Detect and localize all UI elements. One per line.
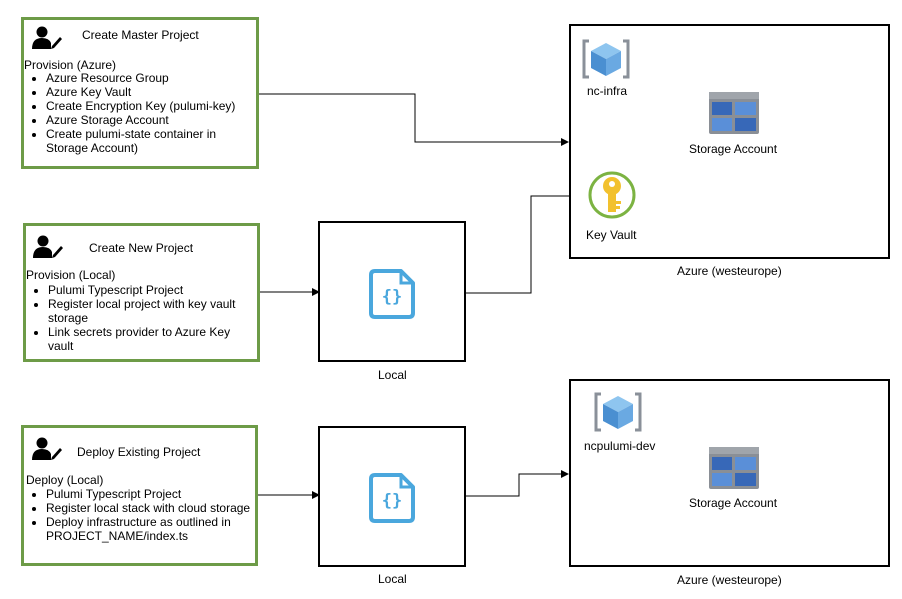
user-edit-icon bbox=[32, 437, 62, 464]
resource-group-label: nc-infra bbox=[587, 84, 628, 98]
list-item: Create pulumi-state container in Storage… bbox=[46, 127, 251, 155]
project-section: Provision (Azure) bbox=[24, 58, 117, 72]
project-section: Deploy (Local) bbox=[26, 473, 104, 487]
svg-text:{}: {} bbox=[382, 287, 402, 307]
project-item-list: Pulumi Typescript Project Register local… bbox=[28, 487, 261, 543]
storage-account-icon bbox=[709, 92, 759, 137]
user-edit-icon bbox=[33, 235, 63, 262]
list-item: Register local project with key vault st… bbox=[48, 297, 258, 325]
azure-region-box: nc-infra Storage Account Key Vault bbox=[569, 24, 890, 259]
project-card-deploy: Deploy Existing Project Deploy (Local) P… bbox=[21, 425, 258, 566]
list-item: Register local stack with cloud storage bbox=[46, 501, 261, 515]
azure-region-label: Azure (westeurope) bbox=[677, 573, 782, 587]
project-title: Create New Project bbox=[89, 241, 194, 255]
resource-group-label: ncpulumi-dev bbox=[584, 439, 656, 453]
list-item: Azure Storage Account bbox=[46, 113, 251, 127]
project-item-list: Azure Resource Group Azure Key Vault Cre… bbox=[28, 71, 251, 155]
list-item: Pulumi Typescript Project bbox=[46, 487, 261, 501]
project-title: Deploy Existing Project bbox=[77, 445, 201, 459]
json-file-icon: {} bbox=[369, 269, 417, 322]
key-vault-icon bbox=[587, 170, 637, 223]
arrow-master-to-nc-infra bbox=[259, 93, 569, 146]
user-edit-icon bbox=[32, 26, 62, 53]
list-item: Create Encryption Key (pulumi-key) bbox=[46, 99, 251, 113]
list-item: Link secrets provider to Azure Key vault bbox=[48, 325, 258, 353]
json-file-icon: {} bbox=[369, 473, 417, 526]
key-vault-label: Key Vault bbox=[586, 228, 637, 242]
list-item: Azure Resource Group bbox=[46, 71, 251, 85]
storage-account-label: Storage Account bbox=[689, 142, 778, 156]
resource-group-icon bbox=[593, 390, 643, 437]
list-item: Pulumi Typescript Project bbox=[48, 283, 258, 297]
azure-region-label: Azure (westeurope) bbox=[677, 264, 782, 278]
project-item-list: Pulumi Typescript Project Register local… bbox=[30, 283, 258, 353]
arrow-local-to-ncpulumi bbox=[416, 470, 569, 497]
local-box: {} bbox=[318, 221, 466, 362]
list-item: Azure Key Vault bbox=[46, 85, 251, 99]
local-box: {} bbox=[318, 426, 466, 567]
project-card-master: Create Master Project Provision (Azure) … bbox=[21, 17, 259, 169]
svg-text:{}: {} bbox=[382, 491, 402, 511]
project-section: Provision (Local) bbox=[26, 268, 116, 282]
project-card-new: Create New Project Provision (Local) Pul… bbox=[23, 223, 260, 362]
local-box-label: Local bbox=[378, 572, 407, 586]
local-box-label: Local bbox=[378, 368, 407, 382]
list-item: Deploy infrastructure as outlined in PRO… bbox=[46, 515, 261, 543]
azure-region-box: ncpulumi-dev Storage Account bbox=[569, 379, 890, 567]
storage-account-label: Storage Account bbox=[689, 496, 778, 510]
arrow-local-to-keyvault bbox=[416, 192, 587, 294]
resource-group-icon bbox=[581, 37, 631, 84]
storage-account-icon bbox=[709, 447, 759, 492]
project-title: Create Master Project bbox=[82, 28, 199, 42]
